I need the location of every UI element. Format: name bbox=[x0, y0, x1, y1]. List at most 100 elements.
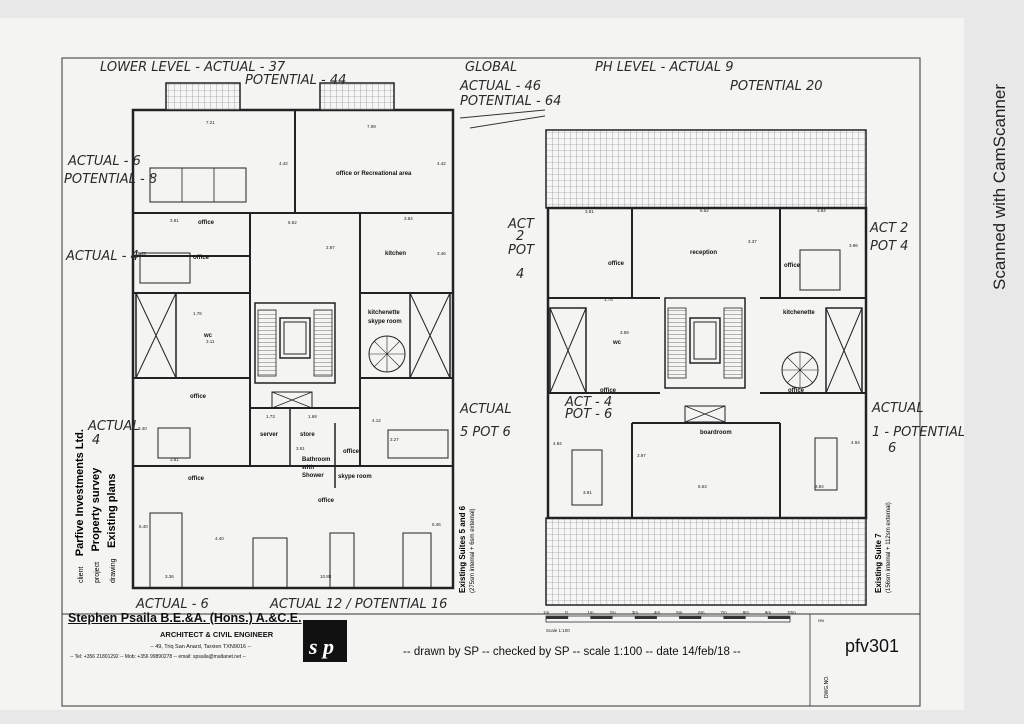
dimension-label: 3.97 bbox=[637, 453, 646, 458]
room-label: Bathroom bbox=[302, 457, 330, 463]
suite-right-title: Existing Suite 7 bbox=[874, 533, 883, 593]
upper-dimensions: 3.81 6.52 3.84 3.37 3.96 1.76 3.59 4.94 … bbox=[553, 208, 860, 495]
client-key: client bbox=[78, 566, 85, 583]
project-key: project bbox=[94, 561, 101, 583]
dimension-label: 3.81 bbox=[585, 209, 594, 214]
note-potential: 1 - POTENTIAL bbox=[872, 425, 964, 440]
room-label: boardroom bbox=[700, 430, 732, 436]
note-actual: 4 bbox=[92, 433, 100, 448]
dimension-label: 5.46 bbox=[432, 522, 441, 527]
dimension-label: 4.42 bbox=[437, 161, 446, 166]
room-label: office bbox=[193, 255, 210, 261]
dimension-label: 1.69 bbox=[308, 414, 317, 419]
note-lower-potential: POTENTIAL - 44 bbox=[245, 73, 346, 88]
note-actual: ACTUAL bbox=[871, 401, 924, 416]
note-potential: POT 4 bbox=[870, 239, 908, 254]
drawing-key: drawing bbox=[110, 558, 117, 583]
scale-segment bbox=[679, 616, 702, 619]
scale-tick: 4m bbox=[654, 610, 661, 615]
dimension-label: 3.45 bbox=[137, 251, 146, 256]
suite-left-area: (275sm internal + 6sm external) bbox=[470, 508, 476, 593]
dimension-label: 4.94 bbox=[553, 441, 562, 446]
dimension-label: 6.53 bbox=[698, 484, 707, 489]
note-potential: POT bbox=[508, 243, 535, 258]
note-actual: 2 bbox=[516, 229, 524, 244]
note-potential: POTENTIAL - 8 bbox=[64, 172, 157, 187]
scale-segment bbox=[746, 616, 768, 619]
room-label: wc bbox=[203, 333, 213, 339]
room-label: kitchenette bbox=[368, 310, 400, 316]
scale-tick: 5m bbox=[676, 610, 683, 615]
suite-left-label: Existing Suites 5 and 6 bbox=[458, 506, 467, 593]
handwritten-notes: LOWER LEVEL - ACTUAL - 37 POTENTIAL - 44… bbox=[64, 60, 964, 612]
note-actual: ACTUAL 12 / POTENTIAL 16 bbox=[269, 597, 447, 612]
scale-segment bbox=[657, 616, 679, 619]
drawing-number: pfv301 bbox=[845, 636, 899, 656]
dimension-label: 6.52 bbox=[288, 220, 297, 225]
side-label-drawing: drawing Existing plans bbox=[102, 473, 120, 583]
dimension-label: 1.76 bbox=[604, 297, 613, 302]
drawn-by-line: -- drawn by SP -- checked by SP -- scale… bbox=[403, 646, 741, 658]
dwg-label: DWG.NO. bbox=[824, 676, 830, 699]
note-ph-potential: POTENTIAL 20 bbox=[730, 79, 823, 94]
room-label: office bbox=[788, 388, 805, 394]
dimension-label: 3.84 bbox=[815, 484, 824, 489]
dimension-label: 3.27 bbox=[390, 437, 399, 442]
scale-segment bbox=[767, 616, 790, 619]
note-actual: ACT 2 bbox=[869, 221, 908, 236]
note-actual: ACTUAL bbox=[459, 402, 512, 417]
room-label: reception bbox=[690, 250, 717, 256]
scale-segment bbox=[723, 616, 746, 619]
room-label: office bbox=[343, 449, 360, 455]
room-label: office bbox=[784, 263, 801, 269]
dimension-label: 6.52 bbox=[700, 208, 709, 213]
dimension-label: 4.12 bbox=[372, 418, 381, 423]
suite-right-label: Existing Suite 7 bbox=[874, 533, 883, 593]
suite-left-title: Existing Suites 5 and 6 bbox=[458, 505, 467, 593]
scale-tick: 10m bbox=[787, 610, 796, 615]
note-actual: ACTUAL bbox=[87, 419, 140, 434]
note-global-potential: POTENTIAL - 64 bbox=[460, 94, 561, 109]
architect-role: ARCHITECT & CIVIL ENGINEER bbox=[160, 630, 274, 639]
scale-segment bbox=[701, 616, 723, 619]
scale-tick: 9m bbox=[765, 610, 772, 615]
room-label: kitchen bbox=[385, 251, 406, 257]
note-global-actual: ACTUAL - 46 bbox=[459, 79, 541, 94]
architect-logo: s p bbox=[303, 620, 347, 662]
dimension-label: 3.11 bbox=[206, 339, 215, 344]
drawing-sheet: office office or Recreational area offic… bbox=[0, 18, 964, 710]
camscanner-watermark: Scanned with CamScanner bbox=[990, 83, 1009, 290]
dimension-label: 3.59 bbox=[620, 330, 629, 335]
dimension-label: 3.51 bbox=[296, 446, 305, 451]
architect-contact: -- Tel: +356 21801292 -- Mob: +356 99890… bbox=[70, 654, 246, 660]
room-label: skype room bbox=[368, 319, 402, 325]
dimension-label: 1.76 bbox=[193, 311, 202, 316]
note-actual: ACT - 4 bbox=[564, 395, 612, 410]
dimension-label: 3.46 bbox=[437, 251, 446, 256]
room-label: office bbox=[318, 498, 335, 504]
upper-level-plan bbox=[545, 129, 868, 606]
dimension-label: 3.96 bbox=[849, 243, 858, 248]
room-label: skype room bbox=[338, 474, 372, 480]
room-label: office bbox=[188, 476, 205, 482]
client-value: Parfive Investments Ltd. bbox=[74, 429, 86, 557]
room-label: office or Recreational area bbox=[336, 171, 412, 177]
note-potential: 4 bbox=[516, 267, 524, 282]
scale-tick: 1m bbox=[543, 610, 550, 615]
note-actual: ACT bbox=[507, 217, 535, 232]
dimension-label: 3.40 bbox=[138, 426, 147, 431]
scale-label: Scale 1:100 bbox=[546, 628, 570, 633]
room-label: Shower bbox=[302, 473, 324, 479]
dwg-box: rev pfv301 bbox=[809, 614, 899, 706]
note-potential: 6 bbox=[888, 441, 896, 456]
note-potential: 5 POT 6 bbox=[460, 425, 511, 440]
scale-segment bbox=[568, 616, 590, 619]
suite-right-area-text: (156sm internal + 112sm external) bbox=[886, 502, 892, 593]
note-actual: ACTUAL - 6 bbox=[135, 597, 209, 612]
dimension-label: 3.81 bbox=[170, 457, 179, 462]
dimension-label: 10.88 bbox=[320, 574, 332, 579]
dimension-label: 1.73 bbox=[266, 414, 275, 419]
floor-plan-drawing: office office or Recreational area offic… bbox=[61, 57, 964, 707]
room-label: wc bbox=[612, 340, 622, 346]
architect-name: Stephen Psaila B.E.&A. (Hons.) A.&C.E. bbox=[68, 611, 302, 625]
